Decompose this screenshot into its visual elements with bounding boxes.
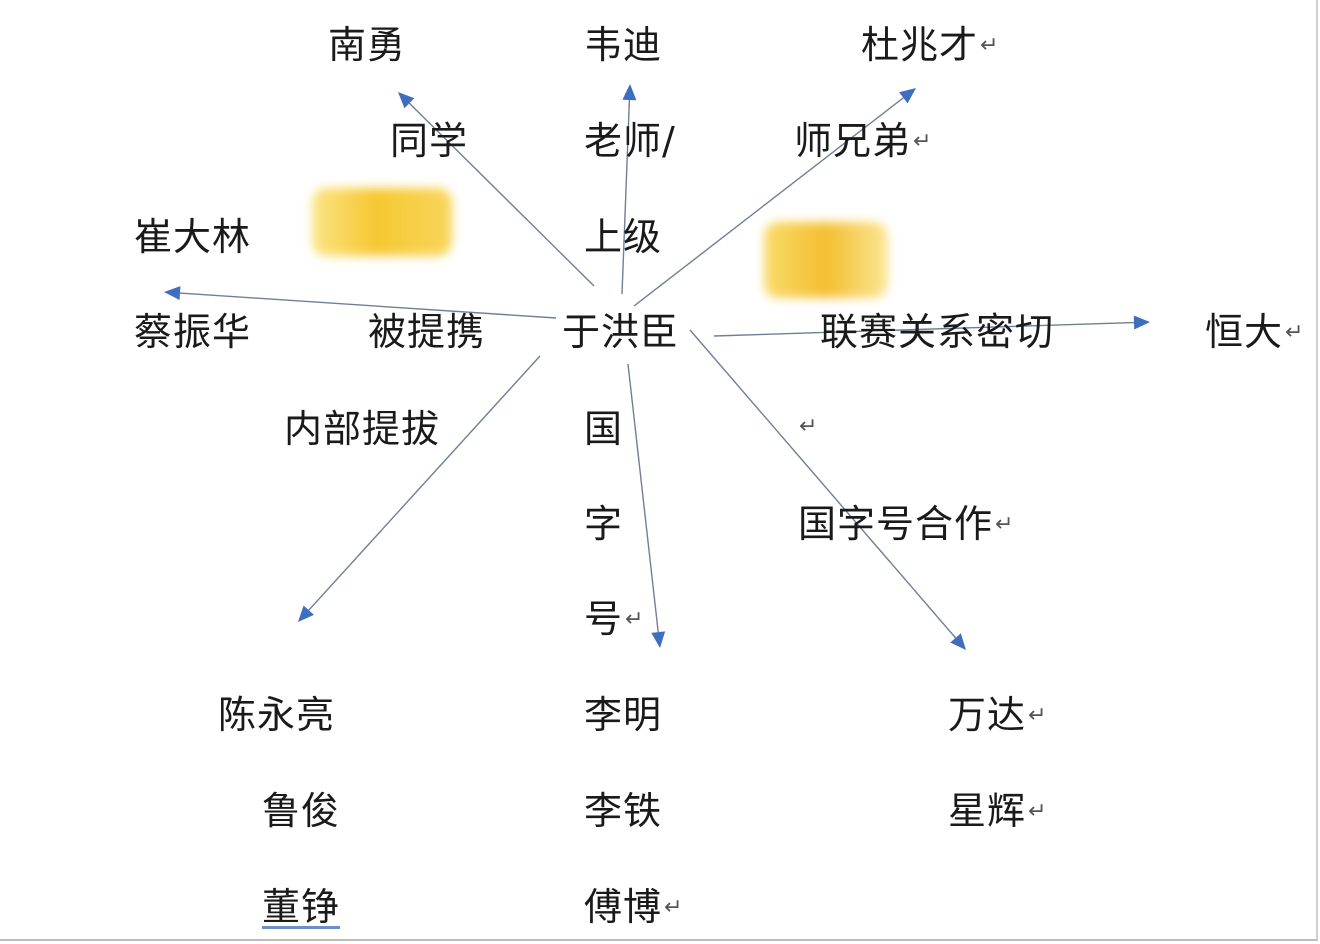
node-dong-zheng: 董铮 [262, 885, 341, 929]
edge-to-chen-yongliang-arrowhead [298, 605, 314, 622]
redaction-blur-right [764, 222, 888, 298]
edge-to-du-zhaocai-line [633, 97, 904, 307]
edge-to-nan-yong-arrowhead [398, 92, 415, 109]
node-wan-da-text: 万达 [948, 693, 1027, 737]
edge-to-wan-da-line [689, 329, 957, 639]
edge-to-wei-di-line [621, 99, 631, 295]
stray-return-mark: ↵ [799, 414, 818, 439]
edge-to-wan-da-arrowhead [950, 633, 966, 650]
label-neibu-tiba: 内部提拔 [284, 407, 441, 451]
edge-to-heng-da-arrowhead [1133, 315, 1150, 330]
label-shixiongdi-text: 师兄弟 [794, 119, 912, 163]
node-cai-zhenhua: 蔡振华 [134, 310, 252, 354]
label-tongxue: 同学 [390, 119, 469, 163]
node-lu-jun: 鲁俊 [262, 789, 341, 833]
node-heng-da-text: 恒大 [1205, 310, 1284, 354]
node-li-ming: 李明 [584, 693, 663, 737]
label-shixiongdi: 师兄弟↵ [794, 122, 931, 160]
label-guozihao-hezuo: 国字号合作↵ [798, 505, 1013, 543]
edge-to-chen-yongliang-line [308, 355, 541, 611]
return-mark: ↵ [664, 895, 683, 920]
label-zi: 字 [584, 502, 624, 546]
edge-to-heng-da-line [713, 321, 1135, 337]
node-li-tie: 李铁 [584, 789, 663, 833]
edge-to-heng-da [713, 315, 1150, 337]
label-beitixie: 被提携 [368, 310, 486, 354]
node-chen-yongliang: 陈永亮 [218, 693, 336, 737]
edge-to-li-ming-arrowhead [651, 631, 666, 648]
return-mark: ↵ [1028, 799, 1047, 824]
edge-to-li-ming [627, 363, 666, 648]
return-mark: ↵ [1285, 320, 1304, 345]
node-wan-da: 万达↵ [948, 696, 1046, 734]
return-mark: ↵ [913, 129, 932, 154]
return-mark: ↵ [995, 512, 1014, 537]
edge-to-cai-zhenhua [164, 286, 557, 319]
label-liansai: 联赛关系密切 [820, 310, 1055, 354]
edge-to-du-zhaocai [633, 88, 916, 307]
edge-to-chen-yongliang [298, 355, 541, 622]
label-laoshi: 老师/ [584, 119, 676, 163]
return-mark: ↵ [1028, 703, 1047, 728]
node-cui-dalin: 崔大林 [134, 215, 252, 259]
node-xing-hui-text: 星辉 [948, 789, 1027, 833]
label-shangji: 上级 [584, 215, 663, 259]
edge-to-wei-di [621, 84, 637, 295]
node-nan-yong: 南勇 [328, 23, 407, 67]
redaction-blur-left [312, 188, 452, 256]
edge-to-wei-di-arrowhead [622, 84, 637, 101]
node-fu-bo: 傅博↵ [584, 888, 682, 926]
label-guozihao-hezuo-text: 国字号合作 [798, 502, 994, 546]
edge-to-li-ming-line [627, 363, 659, 633]
edge-to-cai-zhenhua-arrowhead [164, 286, 181, 301]
node-heng-da: 恒大↵ [1205, 313, 1303, 351]
node-center-yu-hongchen: 于洪臣 [562, 310, 680, 354]
node-du-zhaocai: 杜兆才↵ [861, 26, 998, 64]
label-hao: 号↵ [584, 600, 643, 638]
node-xing-hui: 星辉↵ [948, 792, 1046, 830]
edge-to-nan-yong [398, 92, 595, 287]
node-du-zhaocai-text: 杜兆才 [861, 23, 979, 67]
edge-to-nan-yong-line [408, 102, 595, 287]
edge-to-du-zhaocai-arrowhead [899, 88, 916, 104]
return-mark: ↵ [980, 33, 999, 58]
label-hao-text: 号 [584, 597, 624, 641]
node-wei-di: 韦迪 [584, 23, 663, 67]
label-guo: 国 [584, 407, 624, 451]
node-fu-bo-text: 傅博 [584, 885, 663, 929]
edge-to-cai-zhenhua-line [179, 292, 557, 319]
return-mark: ↵ [625, 607, 644, 632]
edge-to-wan-da [689, 329, 966, 650]
